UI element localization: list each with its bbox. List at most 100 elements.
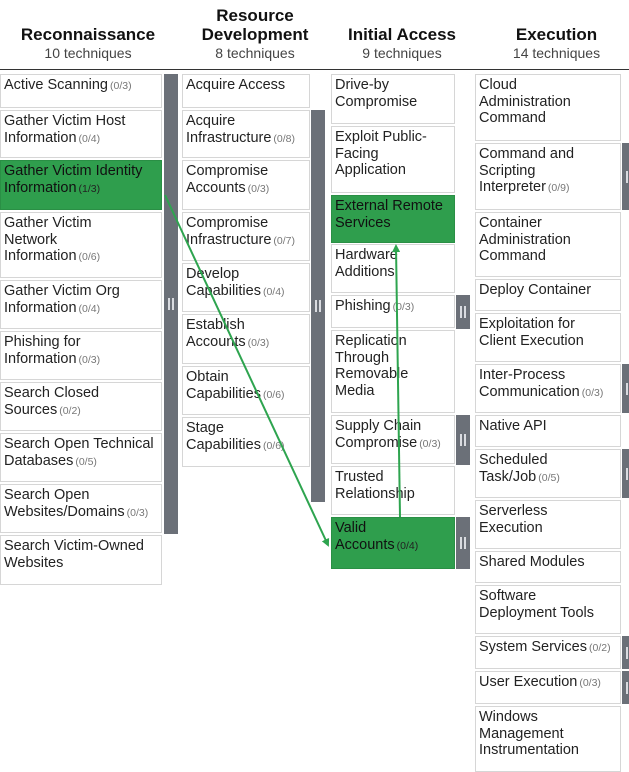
technique-cell[interactable]: User Execution(0/3) bbox=[475, 671, 621, 704]
technique-name-line: Websites bbox=[4, 554, 64, 571]
technique-name-line: External Remote bbox=[335, 198, 443, 214]
technique-name-line: Sources bbox=[4, 401, 58, 418]
technique-name-line: Replication bbox=[335, 333, 407, 349]
technique-name-line: Capabilities bbox=[186, 385, 261, 402]
technique-name-line: Phishing for bbox=[4, 334, 81, 350]
tactic-technique-count: 14 techniques bbox=[512, 45, 601, 61]
tactic-header-initial-access[interactable]: Initial Access 9 techniques bbox=[332, 25, 472, 62]
sub-technique-count: (0/6) bbox=[78, 251, 101, 263]
technique-name-line: Capabilities bbox=[186, 282, 261, 299]
technique-name-line: Windows bbox=[479, 709, 538, 725]
technique-name-line: Command bbox=[479, 248, 546, 264]
technique-name-line: Hardware bbox=[335, 247, 398, 263]
sub-technique-expand-handle[interactable] bbox=[456, 517, 470, 569]
technique-name-line: Information bbox=[4, 179, 77, 196]
technique-name-line: Exploitation for bbox=[479, 316, 575, 332]
technique-name-line: Management bbox=[479, 725, 564, 742]
sub-technique-expand-handle[interactable] bbox=[311, 110, 325, 502]
sub-technique-expand-handle[interactable] bbox=[622, 636, 629, 669]
tactic-header-reconnaissance[interactable]: Reconnaissance 10 techniques bbox=[8, 25, 168, 62]
technique-name-line: Search Open Technical bbox=[4, 436, 154, 452]
tactic-name: Execution bbox=[515, 25, 598, 44]
technique-name-line: Gather Victim Identity bbox=[4, 163, 143, 179]
technique-name-line: Inter-Process bbox=[479, 367, 566, 383]
sub-technique-count: (0/8) bbox=[273, 132, 296, 145]
technique-name-line: Accounts bbox=[186, 179, 246, 196]
technique-name-line: Deployment Tools bbox=[479, 604, 594, 621]
technique-name-line: Relationship bbox=[335, 485, 415, 502]
sub-technique-expand-handle[interactable] bbox=[622, 143, 629, 210]
sub-technique-expand-handle[interactable] bbox=[164, 74, 178, 534]
technique-name-line: Serverless bbox=[479, 503, 548, 519]
technique-name-line: Establish bbox=[186, 317, 245, 333]
sub-technique-expand-handle[interactable] bbox=[622, 449, 629, 498]
technique-cell[interactable]: Deploy Container bbox=[475, 279, 621, 311]
technique-name-line: Communication bbox=[479, 383, 580, 400]
technique-cell[interactable]: Phishing(0/3) bbox=[331, 295, 455, 328]
technique-name-line: Search Victim-Owned bbox=[4, 538, 144, 554]
technique-cell[interactable]: Shared Modules bbox=[475, 551, 621, 583]
sub-technique-count: (0/4) bbox=[78, 132, 101, 145]
technique-name-line: Trusted bbox=[335, 469, 384, 485]
technique-name-line: Scripting bbox=[479, 162, 536, 179]
sub-technique-count: (0/3) bbox=[247, 336, 270, 349]
technique-cell[interactable]: Acquire Access bbox=[182, 74, 310, 108]
technique-cell[interactable]: System Services(0/2) bbox=[475, 636, 621, 669]
technique-name-line: Compromise bbox=[186, 215, 269, 231]
tactic-header-resource-development[interactable]: Resource Development 8 techniques bbox=[180, 6, 330, 62]
technique-name-line: Through bbox=[335, 349, 390, 366]
sub-technique-count: (0/9) bbox=[547, 182, 570, 194]
technique-name-line: Compromise bbox=[186, 163, 269, 179]
technique-name-line: Deploy Container bbox=[479, 282, 592, 298]
sub-technique-expand-handle[interactable] bbox=[622, 364, 629, 413]
grip-icon bbox=[626, 382, 629, 395]
tactic-technique-count: 8 techniques bbox=[215, 45, 295, 61]
grip-icon bbox=[626, 681, 629, 694]
grip-icon bbox=[315, 300, 321, 312]
tactic-header-execution[interactable]: Execution 14 techniques bbox=[484, 25, 629, 62]
technique-cell[interactable]: Active Scanning(0/3) bbox=[0, 74, 162, 108]
technique-name-line: Scheduled bbox=[479, 452, 548, 468]
sub-technique-expand-handle[interactable] bbox=[622, 671, 629, 704]
technique-name-line: Network bbox=[4, 231, 58, 248]
technique-cell[interactable]: Native API bbox=[475, 415, 621, 447]
technique-name-line: Instrumentation bbox=[479, 742, 579, 758]
grip-icon bbox=[460, 306, 466, 318]
sub-technique-expand-handle[interactable] bbox=[456, 415, 470, 465]
tactic-name: Reconnaissance bbox=[20, 25, 156, 44]
sub-technique-expand-handle[interactable] bbox=[456, 295, 470, 329]
